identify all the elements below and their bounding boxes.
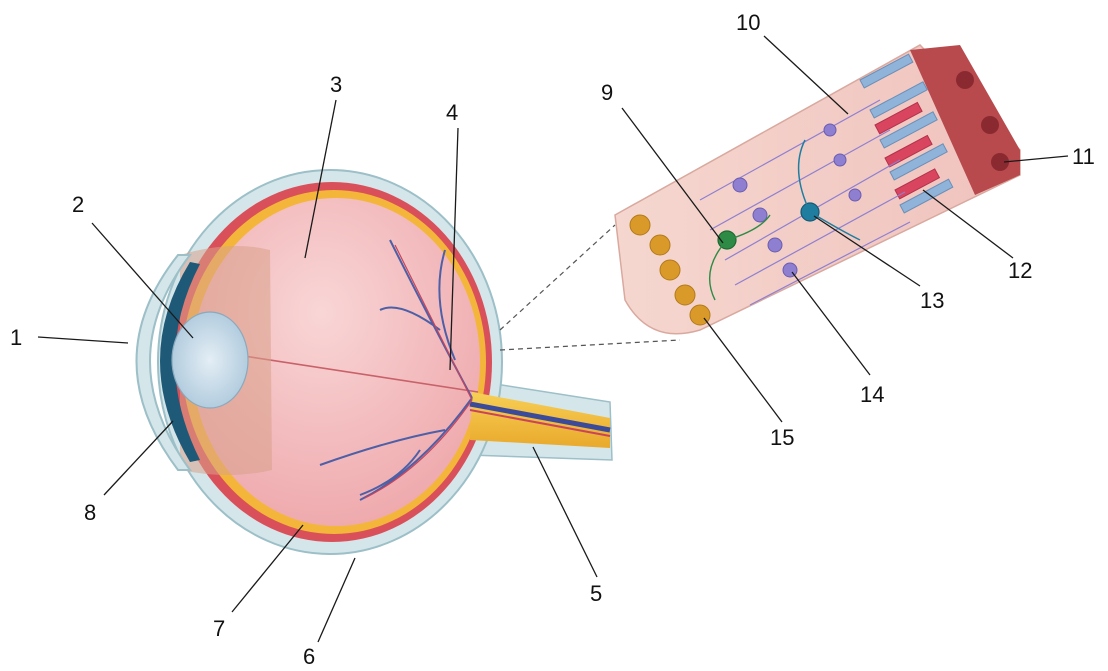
pigment-cell-nucleus [981,116,999,134]
callout-14: 14 [860,382,884,407]
zoom-connector-bottom [500,340,680,350]
callout-5: 5 [590,581,602,606]
leader-6 [318,558,355,642]
retina-inset [615,45,1020,334]
callout-10: 10 [736,10,760,35]
leader-15 [704,318,782,422]
callout-4: 4 [446,100,458,125]
callout-8: 8 [84,500,96,525]
callout-11: 11 [1072,144,1095,169]
zoom-connector-top [500,225,615,330]
leader-8 [104,421,173,495]
callout-6: 6 [303,644,315,669]
callout-1: 1 [10,325,22,350]
leader-14 [792,272,870,375]
leader-10 [764,36,848,114]
callout-7: 7 [213,616,225,641]
callout-12: 12 [1008,258,1032,283]
callout-2: 2 [72,192,84,217]
eyeball [137,170,613,554]
callout-9: 9 [601,80,613,105]
pigment-cell-nucleus [956,71,974,89]
leader-5 [533,447,597,577]
callout-3: 3 [330,72,342,97]
callout-15: 15 [770,425,794,450]
callout-13: 13 [920,288,944,313]
leader-1 [38,337,128,343]
